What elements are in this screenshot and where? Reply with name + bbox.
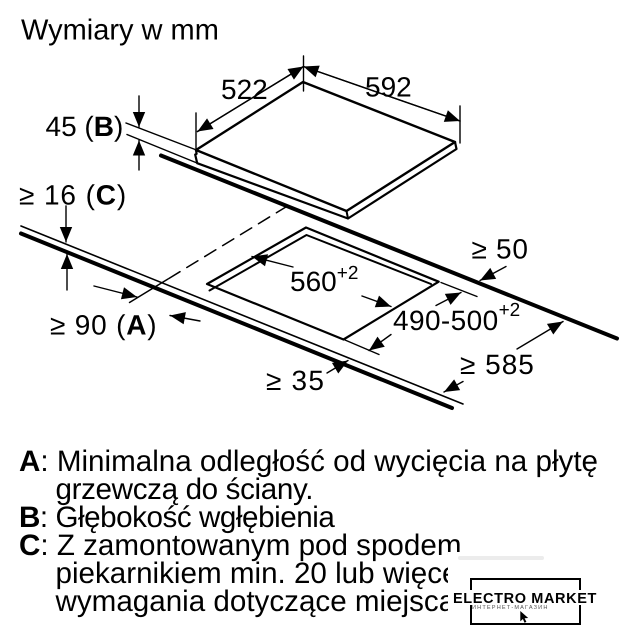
svg-text:490-500+2: 490-500+2 — [393, 300, 520, 336]
svg-text:522: 522 — [221, 74, 268, 105]
svg-text:592: 592 — [365, 72, 412, 103]
svg-text:≥ 35: ≥ 35 — [266, 365, 325, 396]
svg-text:≥ 585: ≥ 585 — [460, 349, 535, 380]
svg-text:≥ 16 (C): ≥ 16 (C) — [19, 180, 127, 211]
svg-text:Wymiary w mm: Wymiary w mm — [21, 15, 219, 47]
svg-text:≥ 90 (A): ≥ 90 (A) — [50, 310, 157, 341]
svg-text:560+2: 560+2 — [290, 263, 358, 297]
svg-text:≥ 50: ≥ 50 — [472, 234, 529, 265]
svg-text:45 (B): 45 (B) — [46, 111, 124, 142]
